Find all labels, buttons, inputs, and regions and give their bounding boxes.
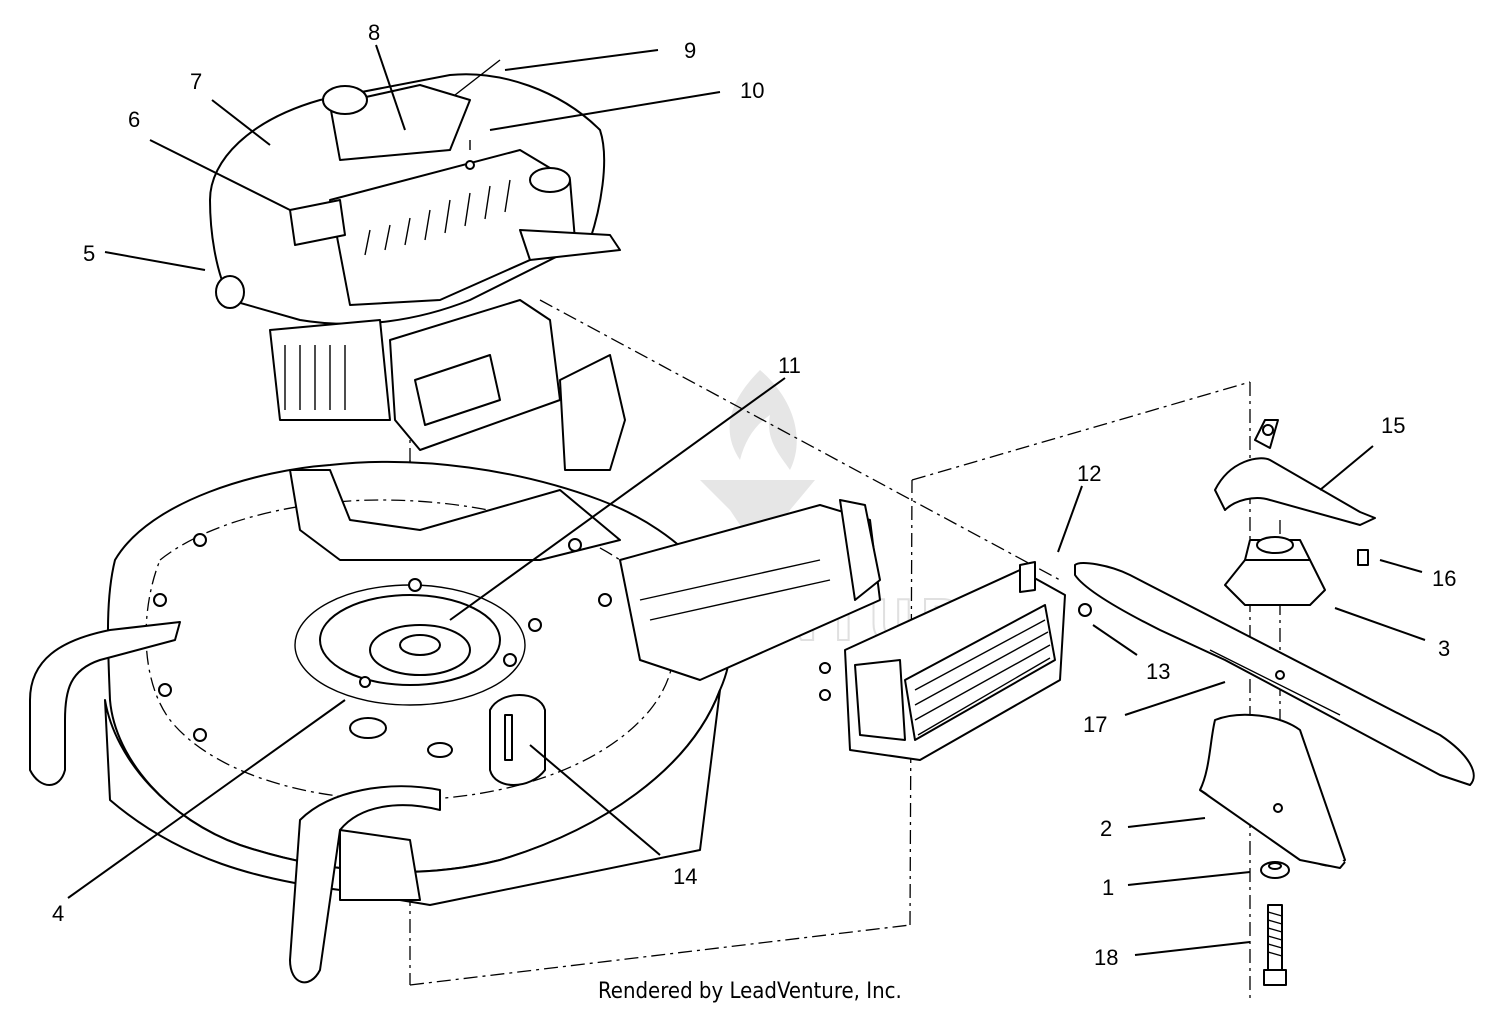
callout-11: 11: [778, 353, 801, 378]
callout-16: 16: [1432, 566, 1456, 591]
baffle-shield: [844, 561, 1066, 761]
callout-1: 1: [1102, 875, 1114, 900]
bolt-18: [1263, 904, 1287, 986]
blade-adapter-3: [1224, 536, 1326, 606]
blade-clamp-15: [1214, 419, 1376, 526]
callouts: 1 2 3 4 5 6 7 8 9 10 11 12 13 14 15 16 1…: [52, 20, 1456, 970]
callout-17: 17: [1083, 712, 1107, 737]
screws-13: [819, 603, 1092, 701]
callout-3: 3: [1438, 636, 1450, 661]
callout-10: 10: [740, 78, 764, 103]
leader-lines: [67, 44, 1426, 956]
callout-2: 2: [1100, 816, 1112, 841]
blade-2: [1199, 713, 1346, 869]
mower-deck: [104, 460, 732, 906]
callout-15: 15: [1381, 413, 1405, 438]
callout-6: 6: [128, 107, 140, 132]
callout-5: 5: [83, 241, 95, 266]
engine: [209, 59, 621, 451]
credit-text: Rendered by LeadVenture, Inc.: [598, 979, 902, 1004]
deck-frame: [559, 354, 881, 681]
blade-17: [1074, 562, 1475, 786]
callout-9: 9: [684, 38, 696, 63]
callout-18: 18: [1094, 945, 1118, 970]
callout-14: 14: [673, 864, 697, 889]
callout-8: 8: [368, 20, 380, 45]
front-bumper: [29, 621, 441, 984]
screw-16: [1357, 549, 1369, 566]
washer-1: [1260, 861, 1290, 879]
callout-12: 12: [1077, 461, 1101, 486]
callout-13: 13: [1146, 659, 1170, 684]
callout-7: 7: [190, 69, 202, 94]
callout-4: 4: [52, 901, 64, 926]
